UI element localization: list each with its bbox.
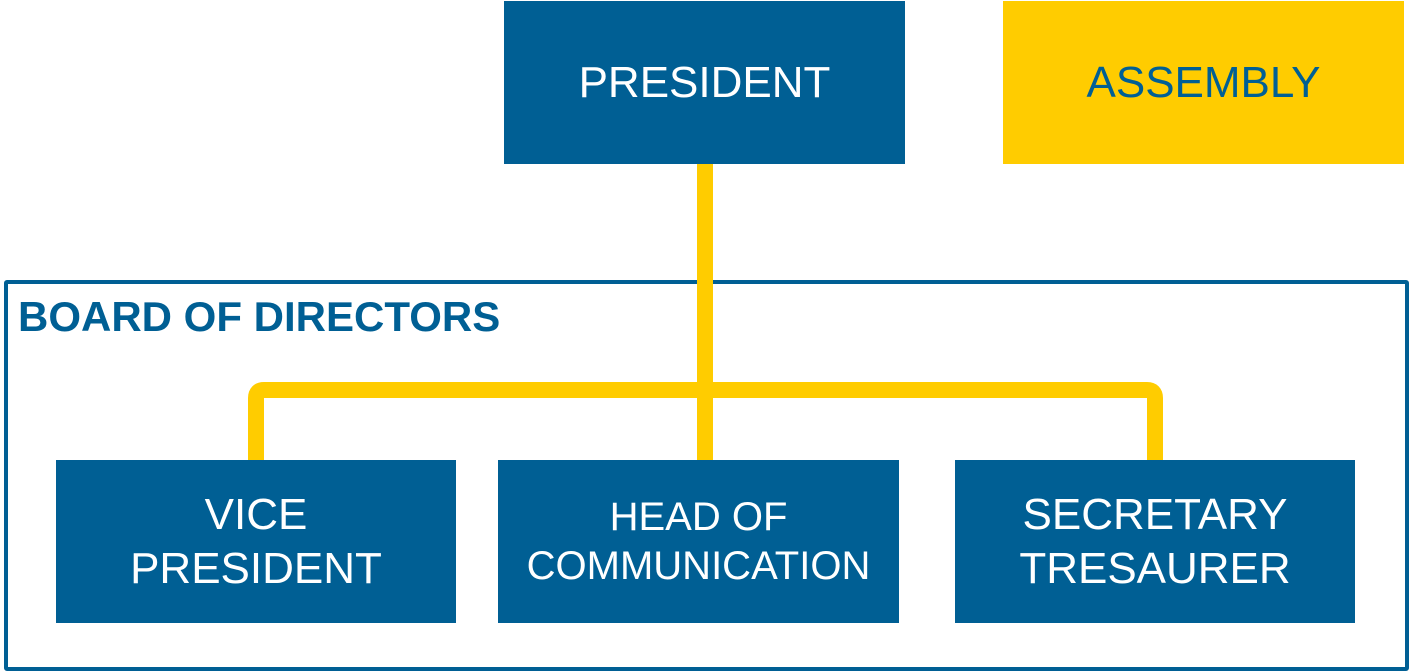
president-box: PRESIDENT xyxy=(504,1,905,164)
vice-president-box: VICE PRESIDENT xyxy=(56,460,456,623)
secretary-tresaurer-box: SECRETARY TRESAURER xyxy=(955,460,1355,623)
secretary-tresaurer-label: SECRETARY TRESAURER xyxy=(1019,489,1291,593)
assembly-box: ASSEMBLY xyxy=(1003,1,1404,164)
head-of-communication-box: HEAD OF COMMUNICATION xyxy=(498,460,899,623)
vice-president-label: VICE PRESIDENT xyxy=(130,489,382,593)
president-label: PRESIDENT xyxy=(578,57,831,107)
board-branch-line xyxy=(248,382,1163,462)
head-of-communication-label: HEAD OF COMMUNICATION xyxy=(526,494,871,588)
board-of-directors-title: BOARD OF DIRECTORS xyxy=(18,293,501,340)
assembly-label: ASSEMBLY xyxy=(1086,57,1321,107)
